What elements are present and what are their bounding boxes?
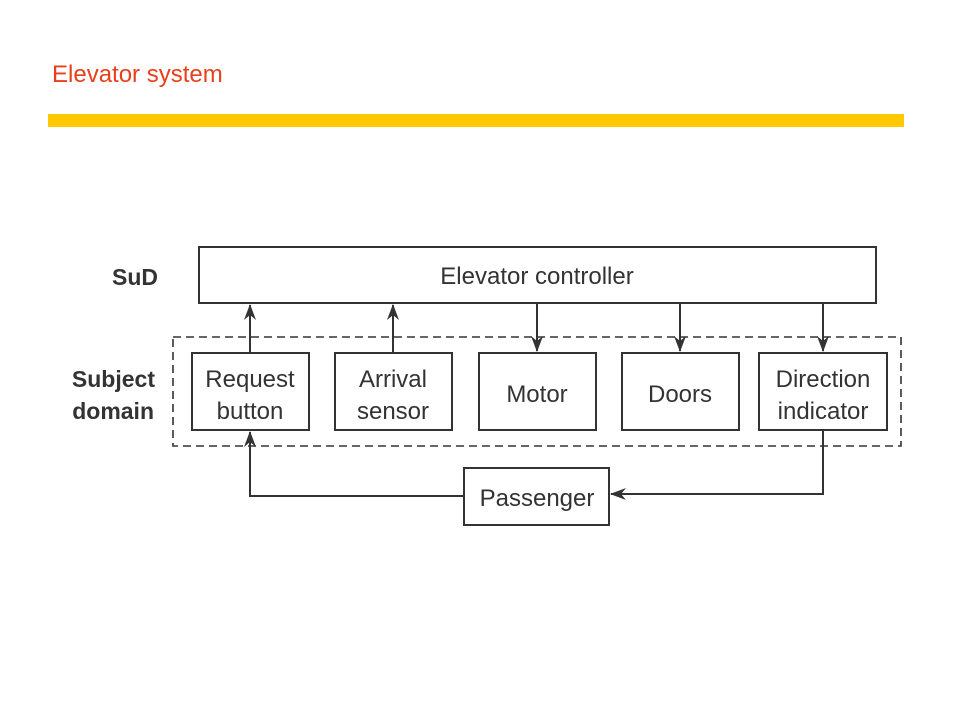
elevator-controller-label: Elevator controller <box>440 263 633 290</box>
passenger-label: Passenger <box>480 485 595 512</box>
doors-label: Doors <box>648 381 712 408</box>
sud-label: SuD <box>112 264 158 290</box>
request-button-label-line1: Request <box>205 366 295 393</box>
arrow-direction-indicator-to-passenger <box>610 430 824 500</box>
doors-box <box>621 352 740 431</box>
request-button-label-line2: button <box>217 398 284 425</box>
subject-domain-label-line1: Subject <box>72 366 155 392</box>
subject-domain-label-line2: domain <box>72 398 154 424</box>
arrow-passenger-to-request-button <box>244 431 464 497</box>
slide-title: Elevator system <box>52 61 223 88</box>
arrival-sensor-label-line2: sensor <box>357 398 429 425</box>
arrival-sensor-label-line1: Arrival <box>359 366 427 393</box>
motor-box <box>478 352 597 431</box>
passenger-box <box>463 467 610 526</box>
arrival-sensor-box <box>334 352 453 431</box>
request-button-box <box>191 352 310 431</box>
direction-indicator-label-line2: indicator <box>778 398 869 425</box>
title-rule <box>48 114 904 127</box>
direction-indicator-label-line1: Direction <box>776 366 871 393</box>
motor-label: Motor <box>506 381 567 408</box>
direction-indicator-box <box>758 352 888 431</box>
